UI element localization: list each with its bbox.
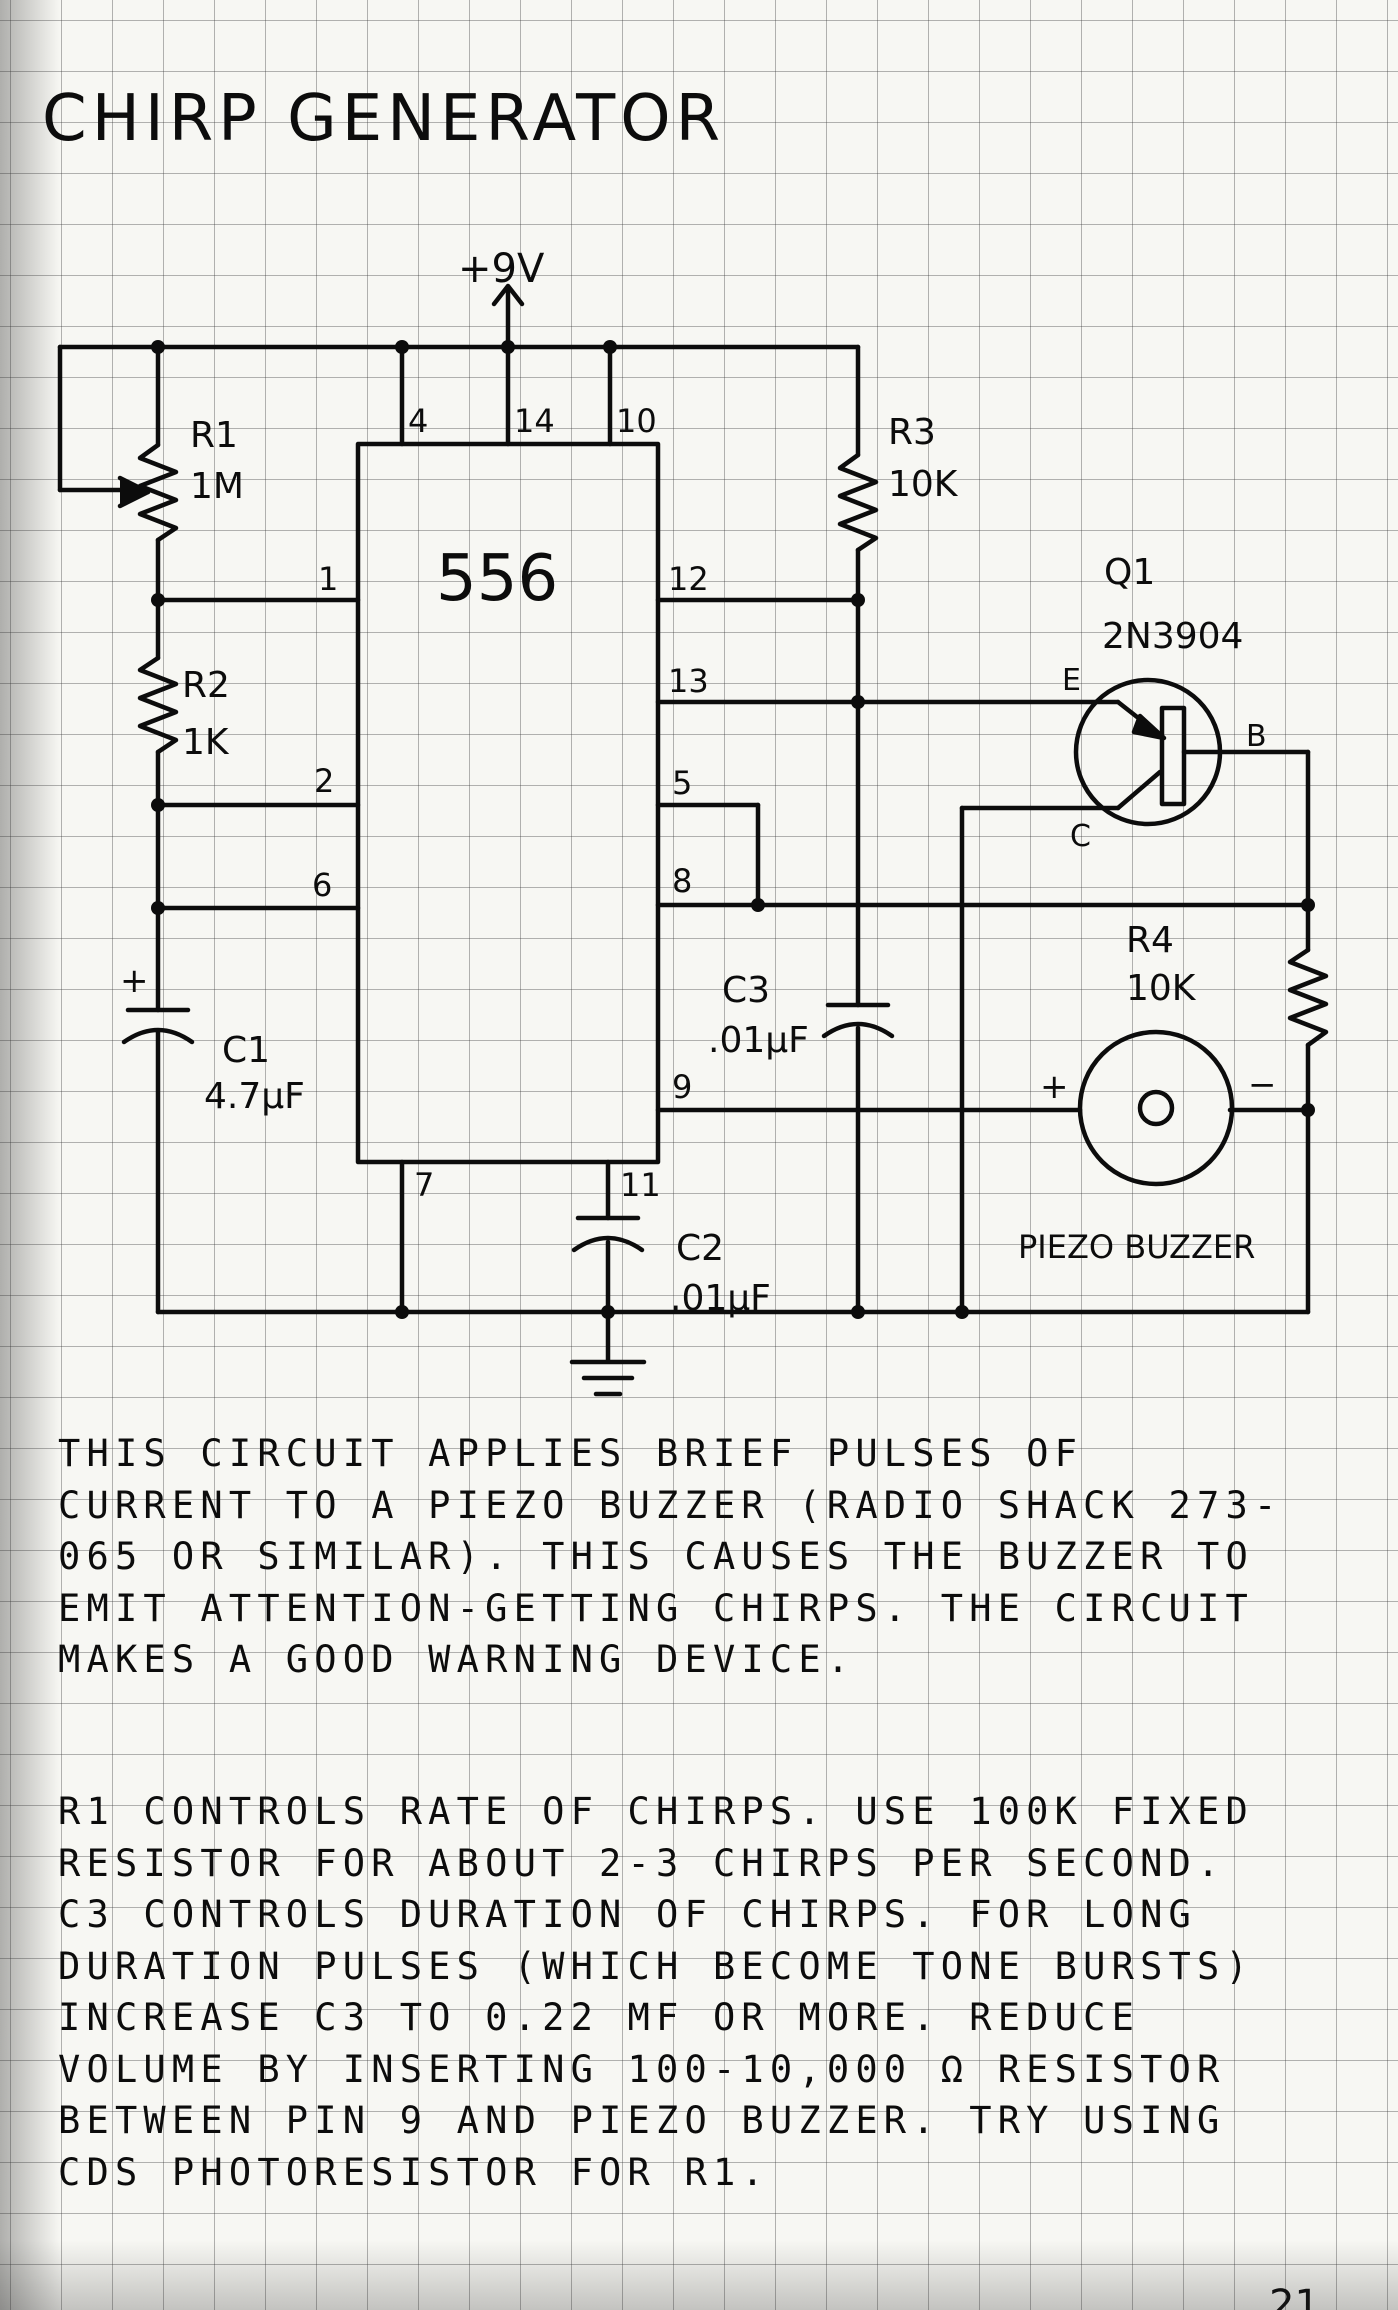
supply-label: +9V <box>458 246 545 292</box>
r1-value: 1M <box>190 466 244 507</box>
ground-symbol <box>569 1359 647 1397</box>
r3-resistor <box>655 452 879 1008</box>
q1-ref: Q1 <box>1104 552 1155 593</box>
scan-edge-shadow <box>0 0 60 2310</box>
r3-ref: R3 <box>888 412 936 453</box>
page-number: 21 <box>1269 2282 1320 2310</box>
c2-ref: C2 <box>676 1228 724 1269</box>
r4-value: 10K <box>1126 968 1197 1009</box>
pin-1-label: 1 <box>318 560 338 598</box>
buzzer-label: PIEZO BUZZER <box>1018 1228 1255 1266</box>
q1-transistor <box>959 677 1311 1315</box>
q1-base-label: B <box>1246 719 1267 754</box>
circuit-schematic: +9V 556 R1 1M <box>57 246 1329 1397</box>
c2-value: .01μF <box>670 1278 771 1319</box>
pin-6-label: 6 <box>312 866 332 904</box>
c3-ref: C3 <box>722 970 770 1011</box>
junction-dots <box>151 340 1315 1319</box>
pin-14-label: 14 <box>514 402 555 440</box>
c1-polarity: + <box>120 961 149 1001</box>
c1-capacitor <box>121 1007 195 1045</box>
r1-potentiometer <box>117 344 179 603</box>
pin-9-label: 9 <box>672 1068 692 1106</box>
bottom-wires <box>155 1159 1311 1363</box>
page-title: CHIRP GENERATOR <box>42 82 726 156</box>
buzzer-plus: + <box>1040 1067 1069 1107</box>
top-rail-wires <box>57 344 861 493</box>
ic-556-label: 556 <box>436 542 558 616</box>
buzzer-minus: − <box>1248 1065 1277 1105</box>
pin-12-label: 12 <box>668 560 709 598</box>
r1-ref: R1 <box>190 415 238 456</box>
r4-ref: R4 <box>1126 920 1174 961</box>
r2-value: 1K <box>182 722 230 763</box>
r3-value: 10K <box>888 464 959 505</box>
pin-2-label: 2 <box>314 762 334 800</box>
pin-5-label: 5 <box>672 764 692 802</box>
notes-paragraph: R1 CONTROLS RATE OF CHIRPS. USE 100K FIX… <box>58 1790 1254 2194</box>
r4-resistor <box>1287 902 1329 1315</box>
supply-arrow <box>491 283 525 350</box>
c3-capacitor <box>821 1002 895 1315</box>
c3-value: .01μF <box>708 1020 809 1061</box>
pin-11-label: 11 <box>620 1166 661 1204</box>
q1-collector-label: C <box>1070 819 1091 854</box>
c1-value: 4.7μF <box>204 1076 305 1117</box>
pin-13-label: 13 <box>668 662 709 700</box>
timing-chain-wires <box>137 597 361 1315</box>
pin-8-label: 8 <box>672 862 692 900</box>
c1-ref: C1 <box>222 1030 270 1071</box>
q1-emitter-label: E <box>1062 663 1081 698</box>
pin-4-label: 4 <box>408 402 428 440</box>
piezo-buzzer <box>1077 1029 1235 1187</box>
pin13-emitter-wire <box>655 699 1167 741</box>
pin5-pin8-wires <box>655 802 1311 908</box>
pin-10-label: 10 <box>616 402 657 440</box>
pin-7-label: 7 <box>414 1166 434 1204</box>
description-paragraph: THIS CIRCUIT APPLIES BRIEF PULSES OF CUR… <box>58 1432 1283 1681</box>
q1-part: 2N3904 <box>1102 616 1243 657</box>
scan-bottom-shadow <box>0 2240 1398 2310</box>
r2-ref: R2 <box>182 665 230 706</box>
